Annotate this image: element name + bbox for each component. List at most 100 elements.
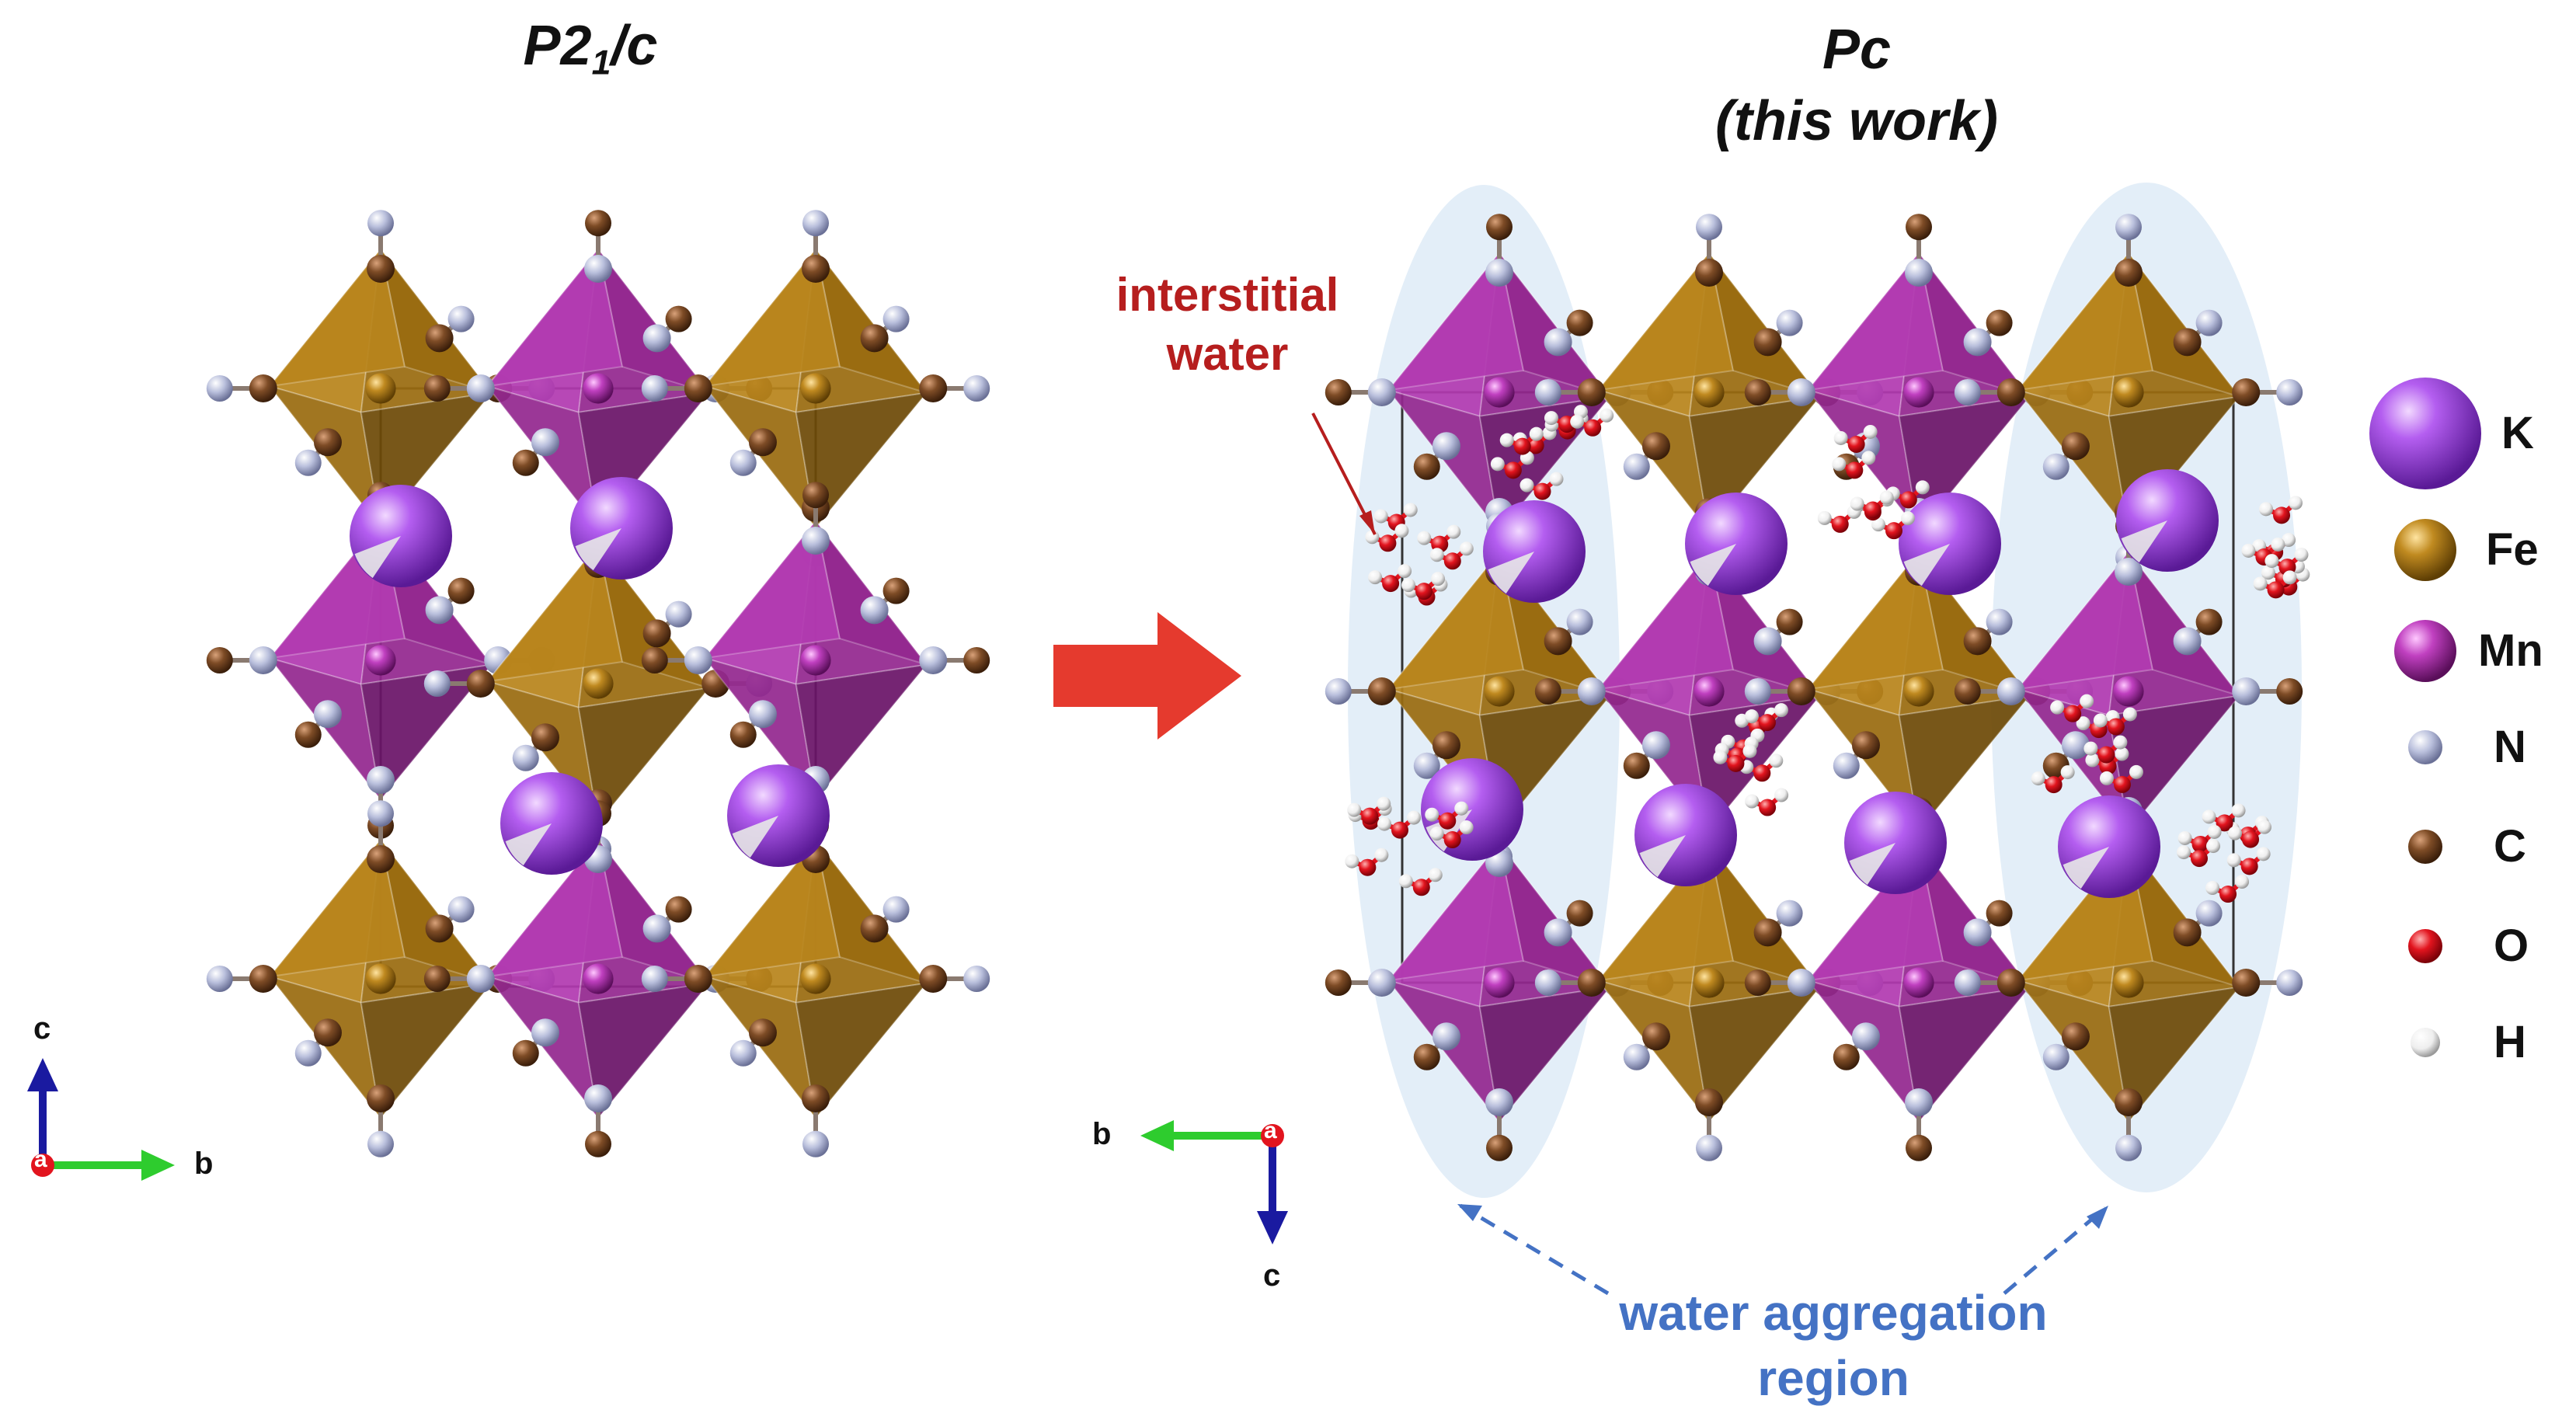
fe-octahedron-face <box>597 544 712 690</box>
o-atom <box>1361 807 1379 825</box>
k-site-partial-occupancy <box>2121 520 2167 563</box>
mn-atom <box>583 963 614 994</box>
h-atom <box>1833 430 1848 445</box>
ligand-atom <box>206 375 233 402</box>
h-atom <box>1570 414 1585 429</box>
mn-atom <box>583 373 614 404</box>
ligand-atom <box>1996 378 2025 406</box>
ligand-atom <box>512 449 539 476</box>
ligand-atom <box>1744 379 1771 405</box>
ligand-atom <box>1641 432 1670 461</box>
h-atom <box>2241 543 2256 558</box>
h-atom <box>1915 480 1930 495</box>
right-axis-label-c: c <box>1263 1258 1281 1293</box>
ligand-atom <box>2276 969 2303 996</box>
right-axis-label-b: b <box>1092 1117 1112 1151</box>
h-atom <box>2206 839 2221 854</box>
mn-atom <box>2113 676 2144 707</box>
ligand-atom <box>2042 1043 2070 1070</box>
h-atom <box>1398 874 1413 889</box>
fe-octahedron-face <box>795 982 929 1120</box>
ligand-atom <box>963 647 990 673</box>
ligand-atom <box>531 428 559 457</box>
h-atom <box>1863 424 1878 439</box>
ligand-atom <box>425 596 454 625</box>
ligand-atom <box>1325 969 1352 996</box>
ligand-atom <box>585 210 611 237</box>
ligand-atom <box>1367 677 1396 705</box>
fe-octahedron-face <box>1688 986 1822 1124</box>
h-atom <box>1549 472 1564 486</box>
mn-octahedron-face <box>2108 694 2242 833</box>
legend-label-fe: Fe <box>2486 524 2539 575</box>
ligand-atom <box>367 210 394 237</box>
ligand-atom <box>1833 752 1860 779</box>
ligand-atom <box>860 324 889 353</box>
ligand-atom <box>1986 608 2013 635</box>
h-atom <box>1454 801 1469 816</box>
fe-octahedron-face <box>2108 986 2242 1124</box>
right-axis-label-a: a <box>1264 1118 1277 1143</box>
mn-octahedron-face <box>485 247 623 388</box>
ligand-atom <box>1787 969 1815 997</box>
p21c-crystal-structure <box>206 210 990 1157</box>
h-atom <box>2177 830 2192 845</box>
o-atom <box>1439 812 1457 830</box>
ligand-atom <box>585 1130 611 1157</box>
ligand-atom <box>2061 432 2090 461</box>
o-atom <box>2097 746 2115 764</box>
h-atom <box>2282 533 2296 548</box>
mn-atom <box>365 645 396 676</box>
ligand-atom <box>2061 731 2090 760</box>
mn-atom <box>800 645 831 676</box>
ligand-atom <box>1486 1134 1513 1161</box>
ligand-atom <box>1963 918 1992 947</box>
fe-octahedron-face <box>360 982 494 1120</box>
ligand-atom <box>1954 678 1981 705</box>
ligand-atom <box>860 914 889 943</box>
o-atom <box>2064 705 2082 722</box>
h-atom <box>2259 502 2274 517</box>
ligand-atom <box>642 324 671 353</box>
region-pointer-right <box>2003 1206 2107 1295</box>
o-atom <box>1412 879 1430 896</box>
ligand-atom <box>2195 900 2223 927</box>
ligand-atom <box>2195 309 2223 336</box>
ligand-atom <box>1413 752 1440 779</box>
o-atom <box>2242 830 2260 848</box>
ligand-atom <box>1776 309 1803 336</box>
region-pointer-right-head <box>2087 1206 2108 1229</box>
ligand-atom <box>313 700 342 729</box>
mn-octahedron-face <box>1805 979 1920 1122</box>
mn-octahedron-face <box>1386 841 1524 982</box>
h-atom <box>1490 457 1505 472</box>
h-atom <box>1407 810 1422 825</box>
ligand-atom <box>1695 1088 1723 1116</box>
h-atom <box>1861 451 1876 465</box>
right-panel-title-line1: Pc <box>1822 19 1892 81</box>
ligand-atom <box>1986 309 2013 336</box>
h-atom <box>1446 524 1461 539</box>
fe-atom <box>2113 967 2144 998</box>
fe-atom <box>800 963 831 994</box>
k-site-partial-occupancy <box>1849 843 1895 886</box>
ligand-atom <box>1534 379 1561 405</box>
ligand-atom <box>584 1084 612 1112</box>
fe-atom <box>365 373 396 404</box>
o-atom <box>1758 714 1776 732</box>
h-atom <box>2122 707 2137 722</box>
ligand-atom <box>1413 1043 1440 1070</box>
o-atom <box>1443 552 1461 570</box>
ligand-atom <box>1544 627 1572 656</box>
h-atom <box>2205 881 2220 896</box>
ligand-atom <box>919 965 948 993</box>
fe-octahedron-face <box>2015 979 2129 1122</box>
interstitial-water-label: interstitial water <box>1116 269 1339 380</box>
h-atom <box>2261 566 2275 580</box>
water-aggregation-region-label: water aggregation region <box>1619 1285 2048 1406</box>
o-atom <box>1759 799 1777 816</box>
mn-octahedron-face <box>1478 986 1613 1124</box>
ligand-atom <box>1577 378 1606 406</box>
h-atom <box>2207 824 2222 839</box>
ligand-atom <box>665 305 692 332</box>
